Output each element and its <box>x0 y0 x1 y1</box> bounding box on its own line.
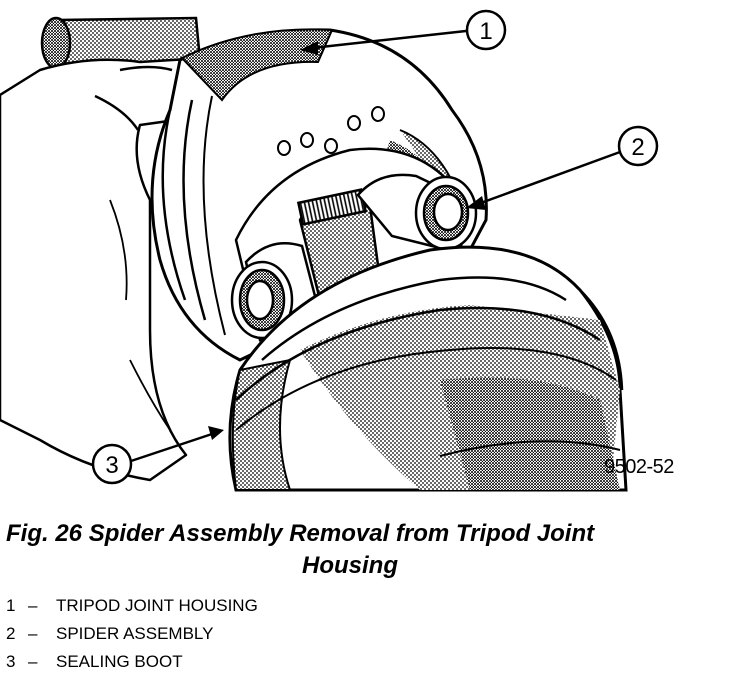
spider-removal-illustration: 1 2 3 <box>0 9 659 492</box>
caption-line-1: Fig. 26 Spider Assembly Removal from Tri… <box>6 520 595 547</box>
technician-hand <box>0 56 226 482</box>
legend: 1–TRIPOD JOINT HOUSING 2–SPIDER ASSEMBLY… <box>6 592 258 676</box>
legend-dash: – <box>28 596 38 615</box>
vent-holes <box>277 106 385 156</box>
callout-1: 1 <box>300 9 507 55</box>
legend-text: TRIPOD JOINT HOUSING <box>56 596 258 615</box>
sealing-boot <box>228 245 628 492</box>
legend-text: SEALING BOOT <box>56 652 183 671</box>
callout-2: 2 <box>466 125 659 210</box>
legend-item: 2–SPIDER ASSEMBLY <box>6 620 258 648</box>
callout-3: 3 <box>91 426 224 485</box>
caption-line-2: Housing <box>302 552 398 579</box>
legend-number: 1 <box>6 596 16 615</box>
spider-assembly <box>230 173 478 340</box>
legend-text: SPIDER ASSEMBLY <box>56 624 214 643</box>
axle-shaft <box>40 16 202 70</box>
legend-dash: – <box>28 652 38 671</box>
legend-item: 1–TRIPOD JOINT HOUSING <box>6 592 258 620</box>
callout-2-number: 2 <box>631 134 644 161</box>
callout-3-number: 3 <box>105 452 118 479</box>
legend-item: 3–SEALING BOOT <box>6 648 258 676</box>
legend-number: 2 <box>6 624 16 643</box>
callout-1-number: 1 <box>479 18 492 45</box>
legend-dash: – <box>28 624 38 643</box>
figure-code: 9502-52 <box>604 456 674 478</box>
legend-number: 3 <box>6 652 16 671</box>
